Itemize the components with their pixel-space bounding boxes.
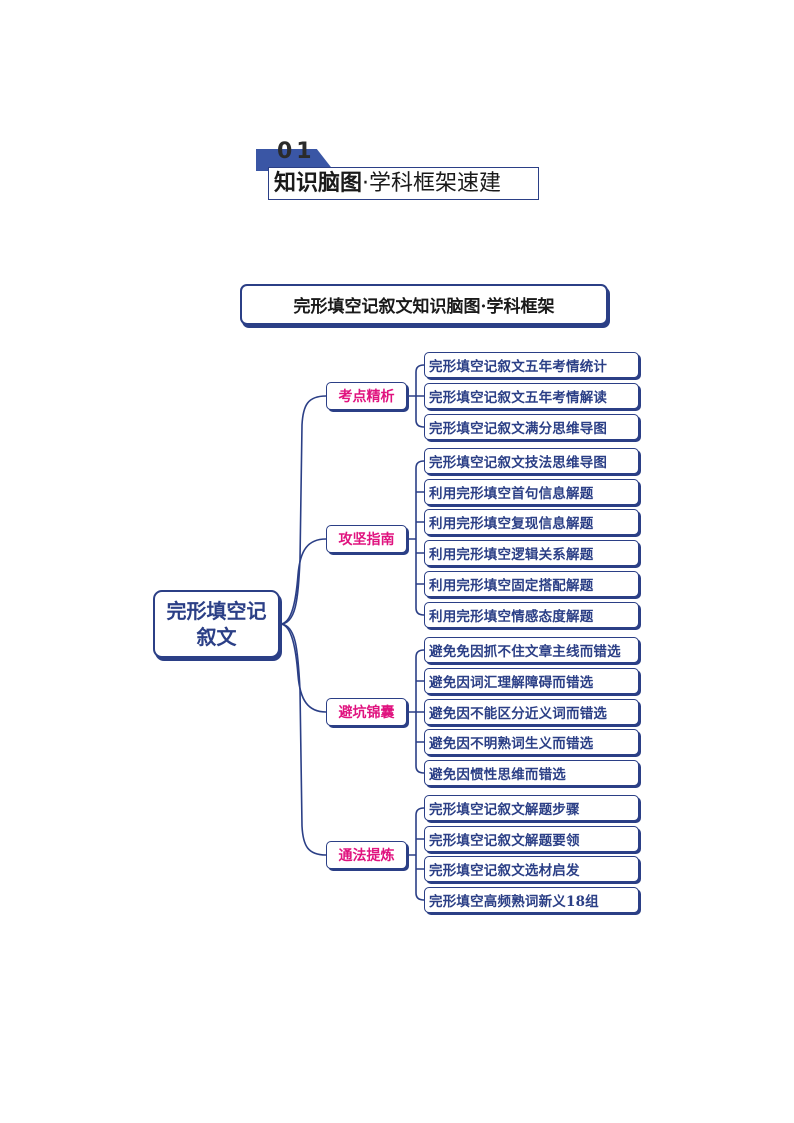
branch-label: 通法提炼 <box>338 848 395 864</box>
branch-node-tongfa: 通法提炼 <box>326 841 407 869</box>
leaf-node: 完形填空记叙文解题要领 <box>424 826 639 852</box>
section-title: 知识脑图·学科框架速建 <box>274 170 501 198</box>
leaf-label: 利用完形填空固定搭配解题 <box>429 578 594 594</box>
leaf-label: 完形填空记叙文技法思维导图 <box>429 455 608 471</box>
branch-node-kaodian: 考点精析 <box>326 382 407 410</box>
leaf-node: 避免因词汇理解障碍而错选 <box>424 668 639 694</box>
leaf-node: 完形填空高频熟词新义18组 <box>424 887 639 913</box>
leaf-label: 利用完形填空首句信息解题 <box>429 486 594 502</box>
leaf-label: 完形填空记叙文五年考情解读 <box>429 390 608 406</box>
leaf-node: 避免因惯性思维而错选 <box>424 760 639 786</box>
leaf-node: 避免免因抓不住文章主线而错选 <box>424 637 639 663</box>
leaf-label: 利用完形填空情感态度解题 <box>429 609 594 625</box>
connector-b4 <box>407 807 425 901</box>
section-number: 01 <box>277 139 316 164</box>
section-title-rest: ·学科框架速建 <box>362 171 502 196</box>
leaf-label: 避免因词汇理解障碍而错选 <box>429 675 594 691</box>
connector-root-branch-3 <box>279 623 327 713</box>
connector-b3 <box>407 649 425 774</box>
leaf-label: 避免因惯性思维而错选 <box>429 767 566 783</box>
connector-root-branch-1 <box>279 395 327 625</box>
branch-label: 考点精析 <box>338 389 395 405</box>
connector-b1 <box>407 364 425 428</box>
leaf-node: 避免因不明熟词生义而错选 <box>424 729 639 755</box>
leaf-node: 利用完形填空复现信息解题 <box>424 509 639 535</box>
leaf-node: 完形填空记叙文五年考情统计 <box>424 352 639 378</box>
leaf-node: 完形填空记叙文解题步骤 <box>424 795 639 821</box>
leaf-label: 避免因不明熟词生义而错选 <box>429 736 594 752</box>
connector-root-branch-4 <box>279 623 327 856</box>
leaf-label: 完形填空记叙文选材启发 <box>429 863 580 879</box>
leaf-label: 利用完形填空复现信息解题 <box>429 516 594 532</box>
branch-node-bikeng: 避坑锦囊 <box>326 698 407 726</box>
leaf-node: 利用完形填空固定搭配解题 <box>424 571 639 597</box>
leaf-node: 完形填空记叙文满分思维导图 <box>424 414 639 440</box>
branch-label: 避坑锦囊 <box>338 705 395 721</box>
branch-label: 攻坚指南 <box>338 532 395 548</box>
leaf-label: 完形填空记叙文解题步骤 <box>429 802 580 818</box>
leaf-node: 利用完形填空首句信息解题 <box>424 479 639 505</box>
leaf-label: 避免免因抓不住文章主线而错选 <box>429 644 621 660</box>
mindmap-title: 完形填空记叙文知识脑图·学科框架 <box>293 297 555 317</box>
leaf-label: 完形填空高频熟词新义18组 <box>429 894 599 910</box>
leaf-node: 完形填空记叙文选材启发 <box>424 856 639 882</box>
leaf-node: 利用完形填空逻辑关系解题 <box>424 540 639 566</box>
branch-node-gongjian: 攻坚指南 <box>326 525 407 553</box>
mindmap-root-label: 完形填空记叙文 <box>166 599 267 649</box>
connector-b2 <box>407 460 425 616</box>
leaf-label: 完形填空记叙文五年考情统计 <box>429 359 608 375</box>
leaf-label: 完形填空记叙文解题要领 <box>429 833 580 849</box>
leaf-label: 避免因不能区分近义词而错选 <box>429 706 608 722</box>
header-tab-shape <box>256 149 334 171</box>
leaf-label: 完形填空记叙文满分思维导图 <box>429 421 608 437</box>
leaf-label: 利用完形填空逻辑关系解题 <box>429 547 594 563</box>
leaf-node: 利用完形填空情感态度解题 <box>424 602 639 628</box>
header-box <box>268 167 539 200</box>
connector-root-branch-2 <box>279 538 327 625</box>
leaf-node: 避免因不能区分近义词而错选 <box>424 699 639 725</box>
leaf-node: 完形填空记叙文技法思维导图 <box>424 448 639 474</box>
mindmap-root-node: 完形填空记叙文 <box>153 590 280 658</box>
leaf-node: 完形填空记叙文五年考情解读 <box>424 383 639 409</box>
mindmap-title-box: 完形填空记叙文知识脑图·学科框架 <box>240 284 608 325</box>
section-title-bold: 知识脑图 <box>274 171 363 196</box>
